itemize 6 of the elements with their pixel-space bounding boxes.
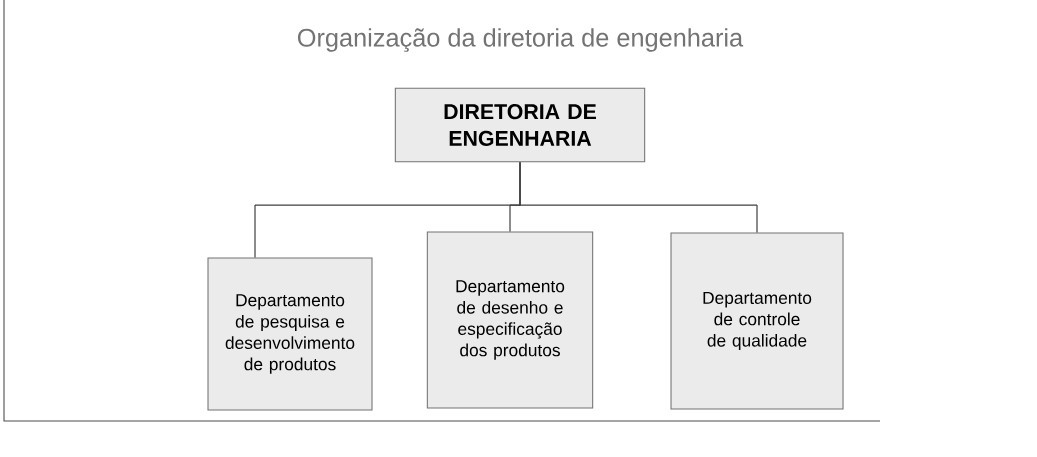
connector-line (519, 161, 758, 234)
department-box: Departamento de controle de qualidade (670, 232, 844, 410)
title: Organização da diretoria de engenharia (297, 28, 744, 52)
director-box: DIRETORIA DE ENGENHARIA (394, 87, 646, 163)
department-box: Departamento de pesquisa e desenvolvimento de produtos (207, 257, 373, 411)
department-box: Departamento de desenho e especificação dos produtos (426, 231, 594, 409)
